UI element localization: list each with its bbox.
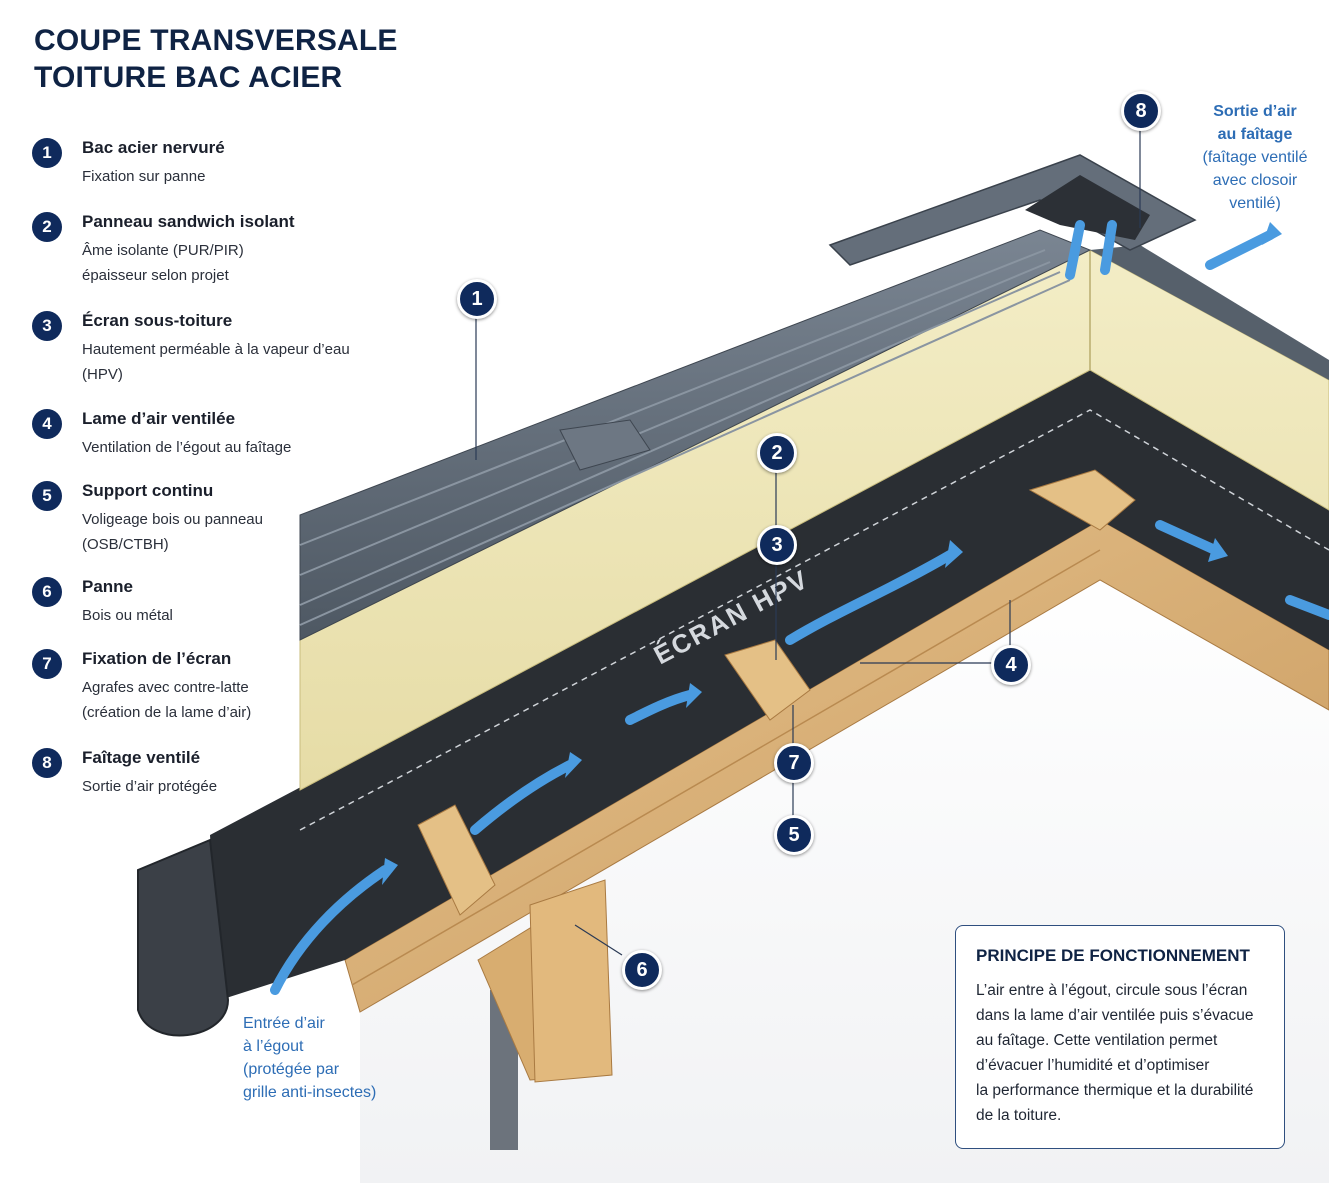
legend-desc-line: (création de la lame d’air) [82, 704, 252, 721]
principle-box: PRINCIPE DE FONCTIONNEMENT L’air entre à… [955, 925, 1285, 1149]
ridge-note-line: au faîtage [1217, 126, 1293, 143]
legend-badge: 6 [32, 577, 62, 607]
legend-desc-line: (HPV) [82, 366, 123, 383]
ridge-vent-mesh [1025, 175, 1150, 240]
callout-2: 2 [757, 433, 797, 473]
legend-badge: 1 [32, 138, 62, 168]
callout-5: 5 [774, 815, 814, 855]
steel-deck-right [1090, 245, 1329, 380]
legend-title: Support continu [82, 481, 214, 500]
legend-desc: Sortie d’air protégée [82, 774, 217, 799]
legend-title: Panneau sandwich isolant [82, 212, 295, 231]
legend-desc: Bois ou métal [82, 603, 173, 628]
counter-batten-2 [724, 639, 811, 721]
legend-badge: 4 [32, 409, 62, 439]
legend-badge: 2 [32, 212, 62, 242]
airflow-arrows [270, 220, 1329, 995]
leader-lines [475, 128, 1141, 956]
ridge-note: Sortie d’air au faîtage (faîtage ventilé… [1196, 100, 1314, 215]
legend-badge: 7 [32, 649, 62, 679]
ridge-note-line: Sortie d’air [1213, 103, 1297, 120]
legend-title: Lame d’air ventilée [82, 409, 236, 428]
legend-title: Panne [82, 577, 134, 596]
principle-line: la performance thermique et la durabilit… [976, 1082, 1254, 1099]
decking-line [351, 549, 1101, 986]
principle-title: PRINCIPE DE FONCTIONNEMENT [976, 946, 1250, 965]
principle-text: L’air entre à l’égout, circule sous l’éc… [976, 978, 1264, 1128]
legend-desc-line: Agrafes avec contre-latte [82, 679, 249, 696]
principle-line: d’évacuer l’humidité et d’optimiser [976, 1057, 1210, 1074]
eave-note: Entrée d’air à l’égout (protégée par gri… [243, 1012, 376, 1104]
callout-4: 4 [991, 645, 1031, 685]
ridge-note-line: avec closoir [1212, 172, 1298, 189]
legend-desc-line: Fixation sur panne [82, 168, 206, 185]
gutter [137, 838, 230, 1037]
counter-batten-3 [1028, 469, 1136, 531]
legend-desc-line: Hautement perméable à la vapeur d’eau [82, 341, 350, 358]
steel-rib-crest [559, 419, 651, 471]
ridge-cap [828, 154, 1197, 266]
principle-line: dans la lame d’air ventilée puis s’évacu… [976, 1007, 1254, 1024]
legend-title: Faîtage ventilé [82, 748, 201, 767]
legend-badge: 8 [32, 748, 62, 778]
legend-title: Fixation de l’écran [82, 649, 232, 668]
legend-desc: Ventilation de l’égout au faîtage [82, 435, 291, 460]
callout-1: 1 [457, 279, 497, 319]
purlin-block [529, 879, 613, 1083]
legend-desc: Agrafes avec contre-latte (création de l… [82, 675, 251, 725]
legend-desc-line: (OSB/CTBH) [82, 536, 169, 553]
legend-desc-line: Voligeage bois ou panneau [82, 511, 263, 528]
steel-ribs [299, 249, 1071, 626]
principle-line: L’air entre à l’égout, circule sous l’éc… [976, 982, 1248, 999]
legend-desc: Âme isolante (PUR/PIR) épaisseur selon p… [82, 238, 244, 288]
callout-7: 7 [774, 743, 814, 783]
title-line-2: TOITURE BAC ACIER [34, 61, 343, 94]
ridge-note-line: (faîtage ventilé [1202, 149, 1308, 166]
principle-line: au faîtage. Cette ventilation permet [976, 1032, 1218, 1049]
airflow-arrowheads [382, 222, 1282, 885]
principle-line: de la toiture. [976, 1107, 1062, 1124]
legend-desc-line: Âme isolante (PUR/PIR) [82, 242, 244, 259]
eave-note-line: Entrée d’air [243, 1015, 325, 1032]
legend-desc-line: Ventilation de l’égout au faîtage [82, 439, 292, 456]
eave-note-line: à l’égout [243, 1038, 304, 1055]
legend-badge: 5 [32, 481, 62, 511]
legend-desc-line: Sortie d’air protégée [82, 778, 218, 795]
legend-title: Écran sous-toiture [82, 311, 233, 330]
legend-desc-line: Bois ou métal [82, 607, 173, 624]
page-title: COUPE TRANSVERSALE TOITURE BAC ACIER [34, 22, 398, 96]
legend-desc: Voligeage bois ou panneau (OSB/CTBH) [82, 507, 263, 557]
legend-desc: Hautement perméable à la vapeur d’eau (H… [82, 337, 350, 387]
membrane-dashes [299, 409, 1329, 831]
legend-title: Bac acier nervuré [82, 138, 225, 157]
counter-batten-1 [417, 804, 496, 916]
callout-6: 6 [622, 950, 662, 990]
title-line-1: COUPE TRANSVERSALE [34, 24, 398, 57]
legend-badge: 3 [32, 311, 62, 341]
eave-note-line: grille anti-insectes) [243, 1084, 377, 1101]
legend-desc-line: épaisseur selon projet [82, 267, 229, 284]
callout-8: 8 [1121, 91, 1161, 131]
eave-note-line: (protégée par [243, 1061, 340, 1078]
legend-desc: Fixation sur panne [82, 164, 205, 189]
ridge-note-line: ventilé) [1229, 195, 1281, 212]
callout-3: 3 [757, 525, 797, 565]
